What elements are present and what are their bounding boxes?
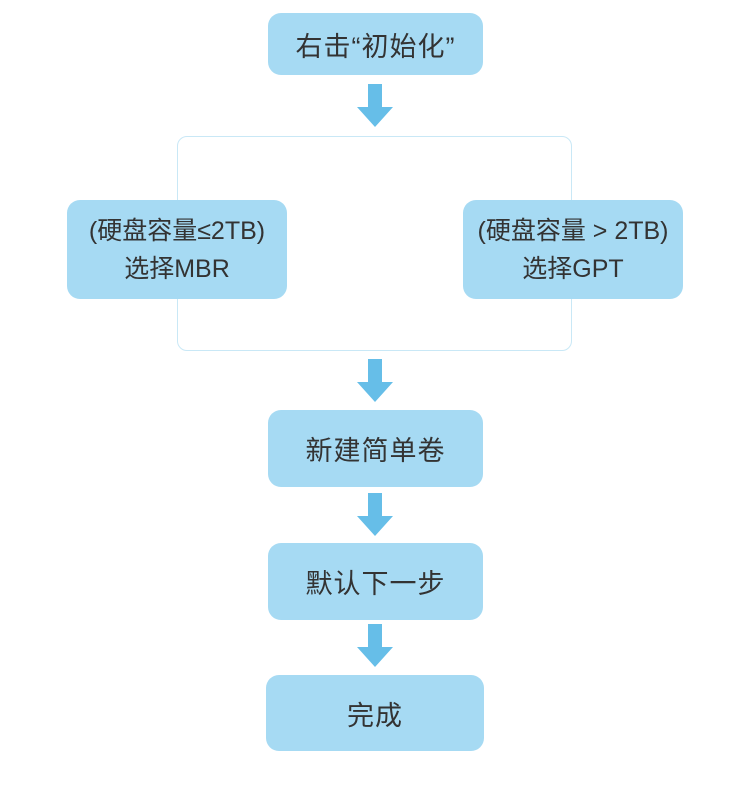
down-arrow-1 [357, 84, 393, 127]
down-arrow-2 [357, 359, 393, 402]
step-node-new-simple-volume: 新建简单卷 [268, 410, 483, 487]
branch-node-gpt-condition: (硬盘容量 > 2TB) [477, 216, 669, 245]
step-node-default-next: 默认下一步 [268, 543, 483, 620]
down-arrow-head [357, 647, 393, 667]
down-arrow-head [357, 516, 393, 536]
branch-node-gpt-action: 选择GPT [522, 254, 624, 283]
branch-node-mbr-condition: (硬盘容量≤2TB) [88, 216, 266, 245]
step-node-initialize: 右击“初始化” [268, 13, 483, 75]
step-node-finish-label: 完成 [347, 700, 403, 731]
down-arrow-head [357, 107, 393, 127]
step-node-default-next-label: 默认下一步 [305, 569, 446, 599]
branch-node-gpt: (硬盘容量 > 2TB) 选择GPT [463, 200, 683, 299]
down-arrow-stem [368, 624, 382, 647]
down-arrow-head [357, 382, 393, 402]
down-arrow-stem [368, 493, 382, 516]
down-arrow-3 [357, 493, 393, 536]
down-arrow-stem [368, 359, 382, 382]
step-node-initialize-label: 右击“初始化” [295, 31, 456, 62]
down-arrow-4 [357, 624, 393, 667]
step-node-finish: 完成 [266, 675, 484, 751]
branch-node-mbr-action: 选择MBR [124, 254, 230, 283]
step-node-new-simple-volume-label: 新建简单卷 [305, 436, 446, 466]
down-arrow-stem [368, 84, 382, 107]
branch-node-mbr: (硬盘容量≤2TB) 选择MBR [67, 200, 287, 299]
